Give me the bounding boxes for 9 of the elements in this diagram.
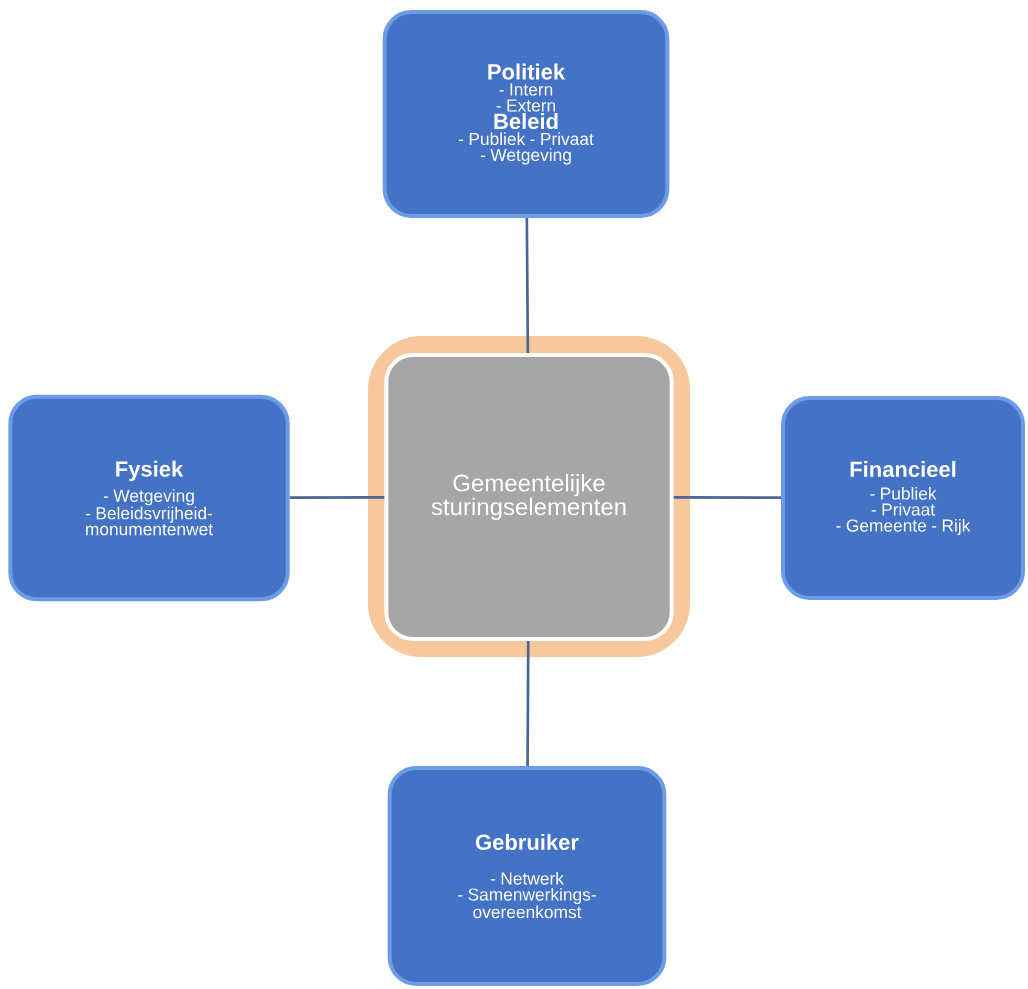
connector-line [525, 218, 530, 353]
connector-line [673, 496, 781, 499]
connector-line [526, 641, 530, 766]
connector-line [289, 496, 385, 499]
category-box: Gebruiker - Netwerk - Samenwerkings-overeenkomst [387, 766, 667, 986]
category-box: Fysiek - Wetgeving - Beleidsvrijheid-monumentenwet [8, 394, 290, 602]
category-box: Politiek - Intern - Extern Beleid - Publiek - Privaat - Wetgeving [382, 10, 670, 218]
center-box: Gemeentelijke sturingselementen [368, 336, 690, 657]
category-box: Financieel - Publiek - Privaat - Gemeente - Rijk [781, 396, 1025, 600]
